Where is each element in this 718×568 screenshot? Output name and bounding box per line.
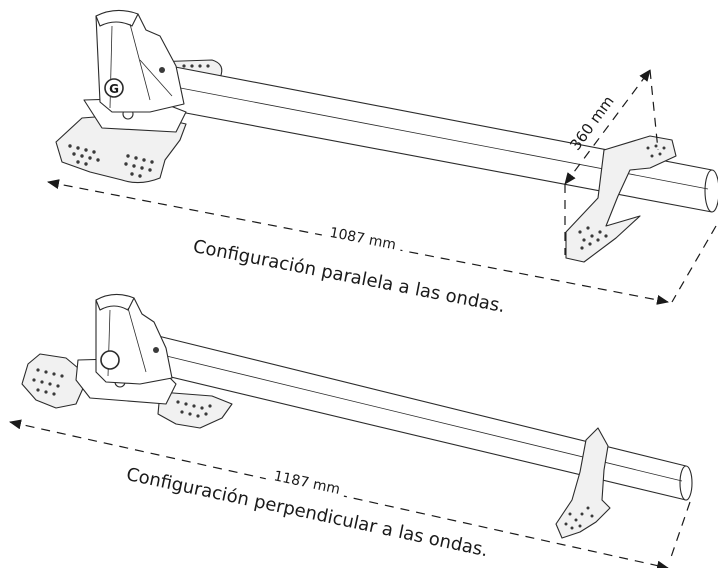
top-caption: Configuración paralela a las ondas. bbox=[191, 236, 506, 317]
pivot-housing-bottom bbox=[95, 297, 173, 385]
brand-badge bbox=[104, 78, 124, 98]
tube-end bbox=[704, 169, 718, 213]
left-base-plate bbox=[21, 353, 85, 409]
height-dimension-line bbox=[564, 69, 651, 185]
support-tube bbox=[169, 65, 713, 213]
front-plate-holes bbox=[68, 144, 154, 178]
brand-badge-bottom bbox=[100, 350, 120, 370]
height-dimension-label: 360 mm bbox=[566, 92, 617, 153]
base-plate-holes-bottom bbox=[32, 368, 212, 418]
tube-end-bottom bbox=[679, 465, 693, 501]
brand-mark: G bbox=[109, 82, 119, 96]
parallel-configuration: G 360 mm 1087 mm Configuración paralela … bbox=[47, 9, 718, 317]
perpendicular-configuration: 1187 mm Configuración perpendicular a la… bbox=[9, 293, 693, 568]
